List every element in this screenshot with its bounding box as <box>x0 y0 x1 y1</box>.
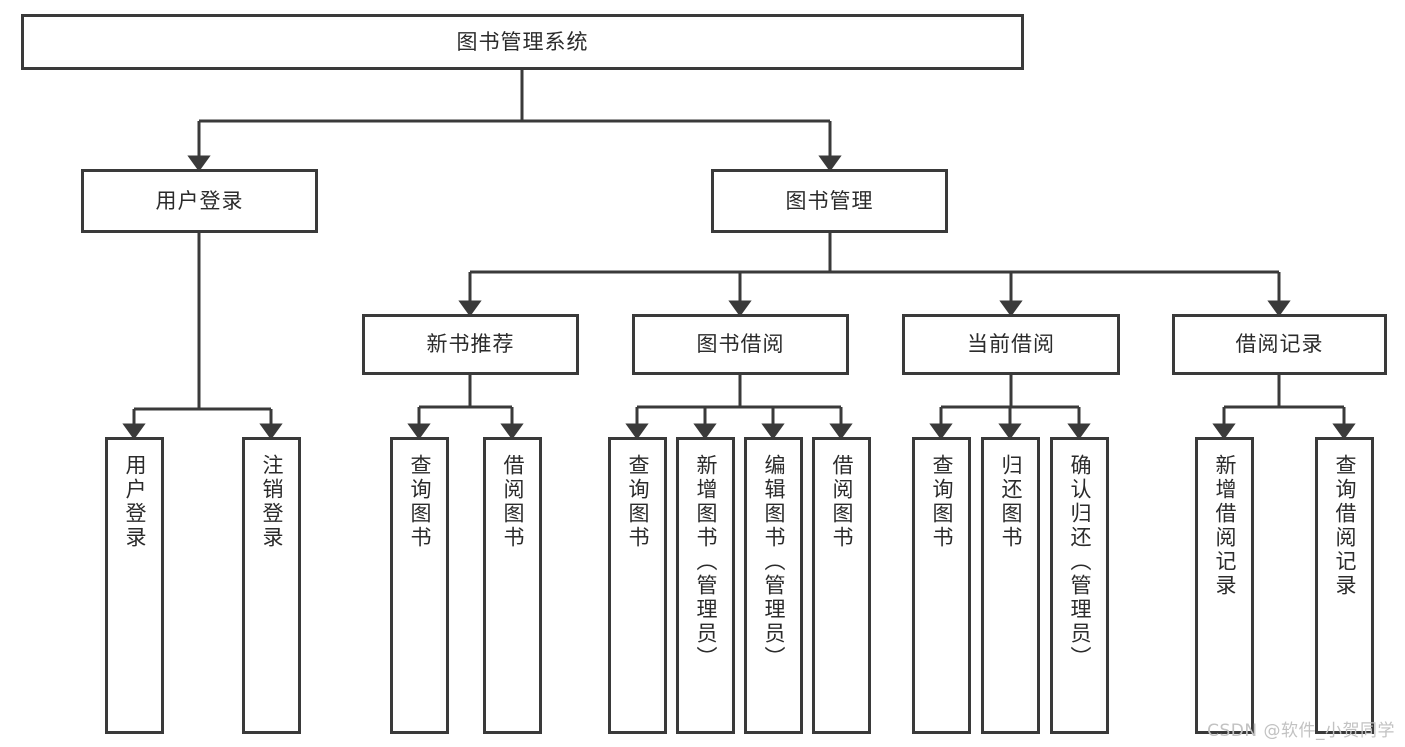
node-user-login[interactable]: 用户登录 <box>81 169 318 233</box>
node-book-borrow-label: 图书借阅 <box>696 332 785 357</box>
leaf-book-borrow-3-label: 编辑图书（管理员） <box>762 454 786 670</box>
node-root[interactable]: 图书管理系统 <box>21 14 1024 70</box>
leaf-current-borrow-2-label: 归还图书 <box>999 454 1023 550</box>
leaf-book-borrow-1-label: 查询图书 <box>626 454 650 550</box>
node-borrow-record[interactable]: 借阅记录 <box>1172 314 1387 375</box>
leaf-current-borrow-1[interactable]: 查询图书 <box>912 437 971 734</box>
leaf-current-borrow-3[interactable]: 确认归还（管理员） <box>1050 437 1109 734</box>
node-book-manage[interactable]: 图书管理 <box>711 169 948 233</box>
node-book-manage-label: 图书管理 <box>785 188 874 213</box>
leaf-book-borrow-2[interactable]: 新增图书（管理员） <box>676 437 735 734</box>
leaf-user-login-2-label: 注销登录 <box>260 454 284 550</box>
leaf-book-borrow-4[interactable]: 借阅图书 <box>812 437 871 734</box>
node-root-label: 图书管理系统 <box>456 29 589 54</box>
node-current-borrow[interactable]: 当前借阅 <box>902 314 1120 375</box>
leaf-user-login-1[interactable]: 用户登录 <box>105 437 164 734</box>
node-current-borrow-label: 当前借阅 <box>967 332 1055 357</box>
leaf-borrow-record-2-label: 查询借阅记录 <box>1333 454 1357 598</box>
leaf-borrow-record-2[interactable]: 查询借阅记录 <box>1315 437 1374 734</box>
node-new-book[interactable]: 新书推荐 <box>362 314 579 375</box>
leaf-current-borrow-3-label: 确认归还（管理员） <box>1068 454 1092 670</box>
leaf-book-borrow-4-label: 借阅图书 <box>830 454 854 550</box>
leaf-current-borrow-2[interactable]: 归还图书 <box>981 437 1040 734</box>
leaf-user-login-2[interactable]: 注销登录 <box>242 437 301 734</box>
node-borrow-record-label: 借阅记录 <box>1235 332 1324 357</box>
node-new-book-label: 新书推荐 <box>426 332 515 357</box>
leaf-new-book-2[interactable]: 借阅图书 <box>483 437 542 734</box>
leaf-new-book-1-label: 查询图书 <box>408 454 432 550</box>
leaf-book-borrow-3[interactable]: 编辑图书（管理员） <box>744 437 803 734</box>
node-book-borrow[interactable]: 图书借阅 <box>632 314 849 375</box>
leaf-book-borrow-1[interactable]: 查询图书 <box>608 437 667 734</box>
leaf-book-borrow-2-label: 新增图书（管理员） <box>694 454 718 670</box>
leaf-current-borrow-1-label: 查询图书 <box>930 454 954 550</box>
leaf-user-login-1-label: 用户登录 <box>123 454 147 550</box>
leaf-new-book-1[interactable]: 查询图书 <box>390 437 449 734</box>
leaf-new-book-2-label: 借阅图书 <box>501 454 525 550</box>
leaf-borrow-record-1-label: 新增借阅记录 <box>1213 454 1237 598</box>
leaf-borrow-record-1[interactable]: 新增借阅记录 <box>1195 437 1254 734</box>
node-user-login-label: 用户登录 <box>155 188 244 213</box>
